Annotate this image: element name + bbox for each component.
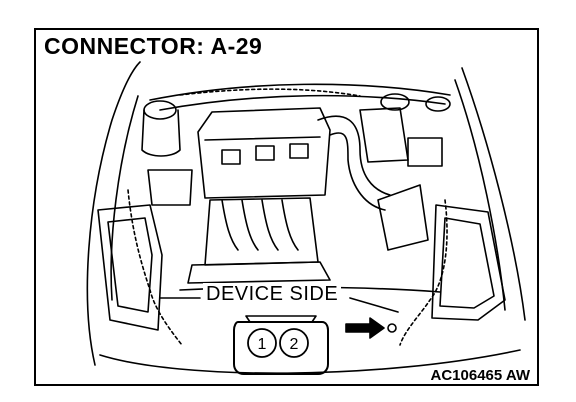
harness-top [179, 88, 361, 97]
cowl-line [149, 83, 451, 101]
engine-boss-3 [289, 143, 309, 159]
relay-box [407, 137, 443, 167]
connector-pin-2: 2 [290, 336, 299, 353]
headlight-right [431, 204, 506, 321]
location-arrow [345, 317, 385, 339]
connector-title: CONNECTOR: A-29 [44, 33, 263, 59]
headlight-left [97, 204, 163, 331]
battery-box [359, 107, 409, 163]
engine-cover [197, 107, 331, 199]
engine-boss-2 [255, 145, 275, 161]
headlight-right-inner [439, 217, 495, 309]
connector-face [233, 315, 329, 375]
intake-manifold [204, 197, 319, 266]
engine-cover-top [204, 136, 321, 141]
reservoir-cap-right-2 [425, 96, 451, 112]
device-leader-right [349, 297, 399, 313]
intake-runners [221, 199, 299, 251]
hood-inner-left [110, 95, 139, 301]
hood-outline-left [86, 61, 141, 366]
reservoir-left [141, 109, 181, 157]
connector-pin-1: 1 [258, 336, 267, 353]
connector-location-marker [387, 323, 397, 333]
connector-pin-1-socket [247, 328, 277, 358]
engine-boss-1 [221, 149, 241, 165]
hood-inner-right [454, 79, 506, 311]
headlight-left-inner [107, 217, 153, 313]
intake-hose-2 [329, 132, 386, 211]
harness-right [399, 199, 448, 346]
cowl-line-2 [159, 94, 446, 111]
harness-left [127, 189, 183, 346]
fuse-box [377, 184, 429, 251]
intake-hose [317, 115, 391, 196]
radiator [187, 261, 331, 284]
device-side-label: DEVICE SIDE [203, 283, 342, 306]
hood-outline-right [461, 67, 526, 321]
figure-code: AC106465 AW [428, 367, 532, 384]
reservoir-cap-right [380, 93, 410, 111]
washer-tank [147, 169, 193, 206]
connector-pin-2-socket [279, 328, 309, 358]
